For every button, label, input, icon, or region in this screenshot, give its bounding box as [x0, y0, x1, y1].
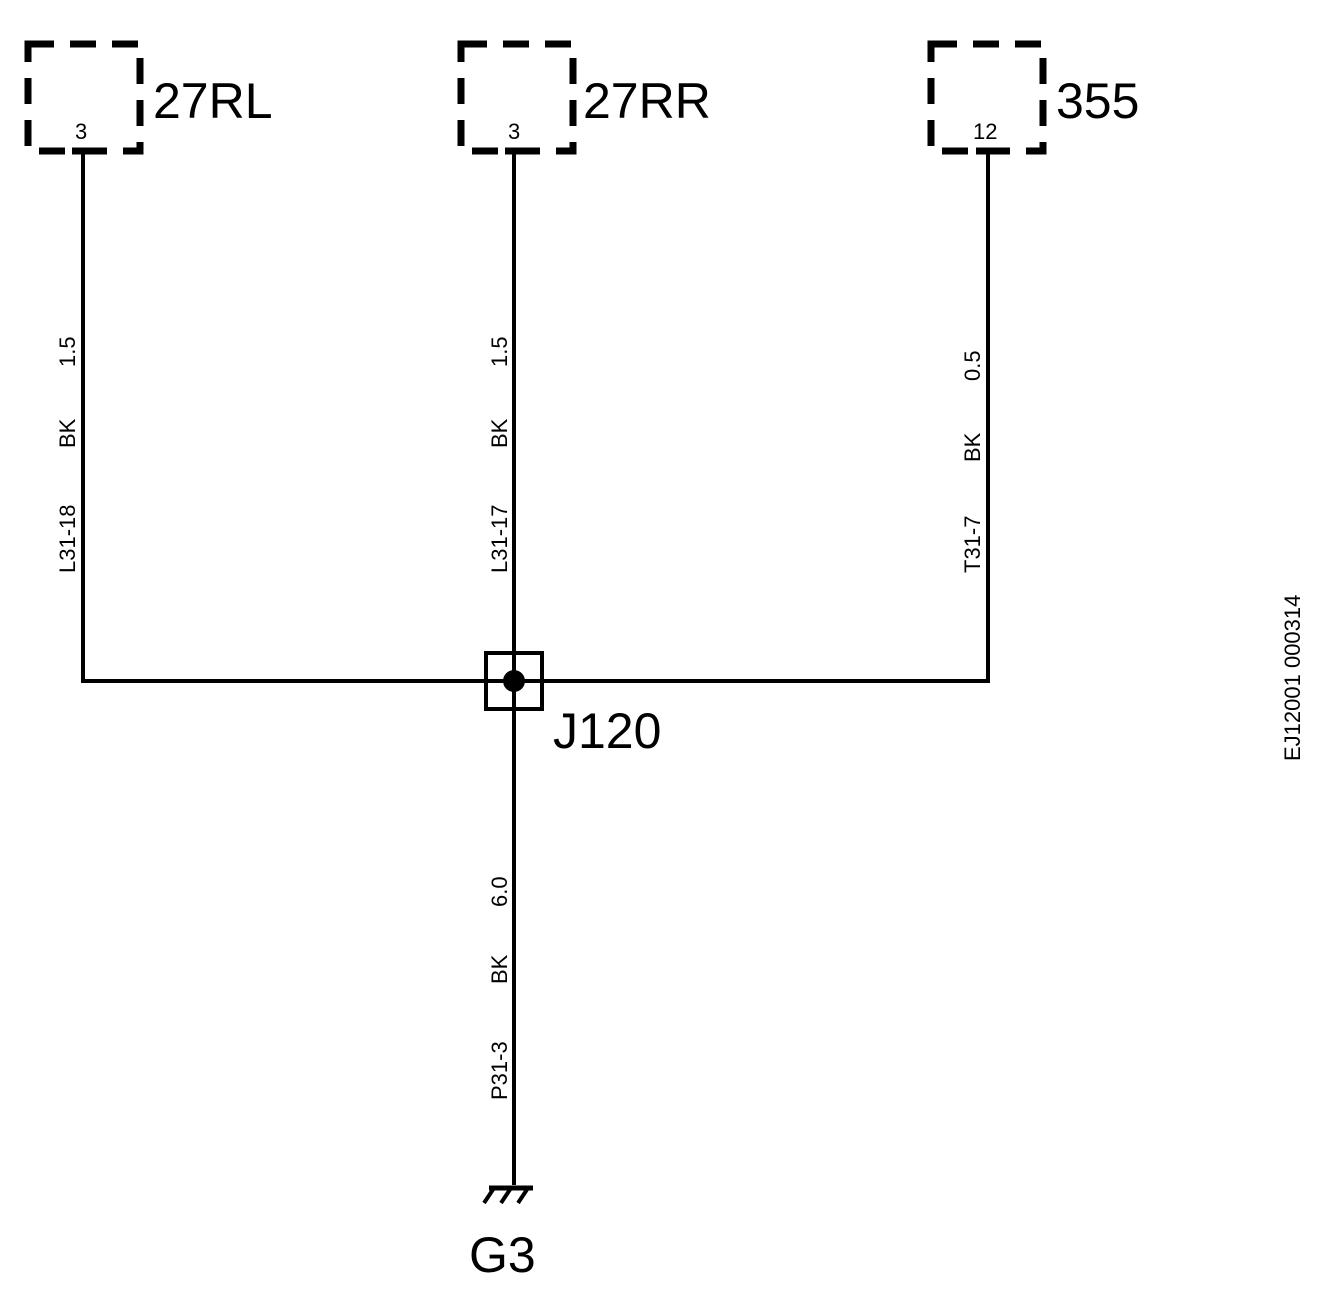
connector-27rr-pin: 3	[508, 119, 520, 144]
ground-hatch-2	[499, 1186, 513, 1205]
wire-label-l31-18-color: BK	[55, 418, 80, 448]
wire-label-p31-3-size: 6.0	[487, 876, 512, 907]
wire-l31-18	[81, 151, 514, 683]
ground-hatch-1	[482, 1186, 496, 1205]
wire-label-p31-3: P31-3 BK 6.0	[487, 876, 512, 1100]
connector-355-label: 355	[1056, 73, 1139, 129]
wire-label-l31-17-size: 1.5	[487, 336, 512, 367]
junction-label: J120	[553, 703, 661, 759]
junction-j120: J120	[484, 651, 661, 759]
wire-label-t31-7: T31-7 BK 0.5	[960, 350, 985, 573]
wire-label-l31-18-circuit: L31-18	[55, 504, 80, 573]
wire-label-l31-17-color: BK	[487, 418, 512, 448]
connector-355-pin: 12	[973, 119, 997, 144]
wire-t31-7	[514, 151, 990, 683]
ground-g3: G3	[469, 1185, 536, 1283]
connector-355: 355 12	[927, 40, 1139, 155]
ground-label: G3	[469, 1227, 536, 1283]
connector-27rr: 27RR 3	[457, 40, 711, 155]
wire-label-l31-17: L31-17 BK 1.5	[487, 336, 512, 573]
ground-hatch-3	[516, 1186, 530, 1205]
wire-label-p31-3-color: BK	[487, 954, 512, 984]
junction-dot	[503, 670, 525, 692]
reference-text: EJ12001 000314	[1280, 595, 1305, 761]
wire-label-l31-17-circuit: L31-17	[487, 504, 512, 573]
connector-27rl: 27RL 3	[24, 40, 273, 155]
junction-box	[484, 651, 544, 711]
connector-27rr-label: 27RR	[583, 73, 711, 129]
wire-label-l31-18: L31-18 BK 1.5	[55, 336, 80, 573]
reference-id: EJ12001 000314	[1280, 595, 1305, 761]
wire-label-l31-18-size: 1.5	[55, 336, 80, 367]
connector-27rl-label: 27RL	[153, 73, 273, 129]
connector-27rl-pin: 3	[75, 119, 87, 144]
wire-label-p31-3-circuit: P31-3	[487, 1041, 512, 1100]
wire-label-t31-7-circuit: T31-7	[960, 516, 985, 573]
wire-label-t31-7-color: BK	[960, 432, 985, 462]
wire-label-t31-7-size: 0.5	[960, 350, 985, 381]
